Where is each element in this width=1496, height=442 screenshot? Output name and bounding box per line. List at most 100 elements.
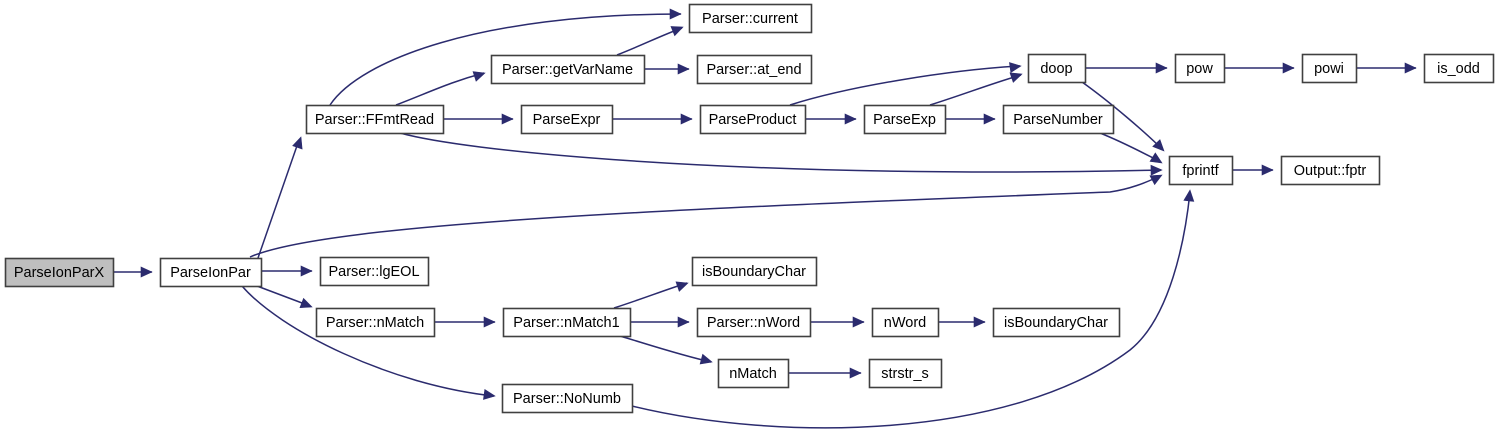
node-box-parseionparx[interactable]	[4, 257, 115, 288]
node-at_end[interactable]: Parser::at_end	[696, 54, 813, 85]
node-box-outputfptr[interactable]	[1280, 155, 1381, 186]
edge-arrowhead	[1404, 62, 1417, 74]
edge-arrowhead	[299, 297, 313, 309]
edge-arrowhead	[1009, 62, 1022, 73]
node-box-strstr_s[interactable]	[868, 358, 943, 389]
edge-arrowhead	[680, 113, 693, 125]
arrowhead-layer	[140, 8, 1417, 400]
edge-arrowhead	[973, 316, 986, 328]
edge-arrowhead	[669, 8, 682, 20]
node-parseionparx[interactable]: ParseIonParX	[4, 257, 115, 288]
node-box-parseexp[interactable]	[863, 104, 947, 135]
edge-arrowhead	[1282, 62, 1295, 74]
node-fprintf[interactable]: fprintf	[1168, 155, 1234, 186]
node-nmatch[interactable]: nMatch	[717, 358, 790, 389]
node-pow[interactable]: pow	[1174, 53, 1226, 84]
node-isboundary_top[interactable]: isBoundaryChar	[691, 256, 818, 287]
node-box-is_odd[interactable]	[1423, 53, 1495, 84]
node-box-powi[interactable]	[1301, 53, 1358, 84]
node-box-parsenumber[interactable]	[1002, 104, 1115, 135]
edge-arrowhead	[677, 63, 690, 75]
edge-arrowhead	[852, 316, 865, 328]
node-box-parseexpr[interactable]	[520, 104, 614, 135]
node-isboundary_r[interactable]: isBoundaryChar	[992, 307, 1121, 338]
edge-parseionpar-to-nonumb	[241, 285, 495, 397]
node-box-getvarname[interactable]	[490, 54, 646, 85]
edge-ffmtread-to-current	[329, 13, 682, 106]
edge-arrowhead	[1150, 164, 1163, 176]
edge-parseionpar-to-fprintf	[249, 175, 1161, 258]
edge-arrowhead	[670, 26, 684, 37]
node-box-at_end[interactable]	[696, 54, 813, 85]
edge-arrowhead	[1149, 174, 1163, 186]
edge-arrowhead	[483, 389, 496, 400]
edge-arrowhead	[1009, 72, 1023, 83]
node-box-nword_p[interactable]	[696, 307, 812, 338]
edge-parseproduct-to-doop	[789, 65, 1021, 106]
node-box-lgeol[interactable]	[319, 256, 430, 287]
edge-arrowhead	[677, 316, 690, 328]
edge-arrowhead	[501, 113, 514, 125]
edge-nmatch1-to-isboundary_top	[613, 282, 688, 309]
edge-arrowhead	[983, 113, 996, 125]
edge-arrowhead	[483, 316, 496, 328]
node-parseexp[interactable]: ParseExp	[863, 104, 947, 135]
node-box-doop[interactable]	[1027, 53, 1087, 84]
node-getvarname[interactable]: Parser::getVarName	[490, 54, 646, 85]
node-box-nonumb[interactable]	[501, 383, 634, 414]
node-parseionpar[interactable]: ParseIonPar	[159, 257, 263, 288]
node-parsenumber[interactable]: ParseNumber	[1002, 104, 1115, 135]
node-nonumb[interactable]: Parser::NoNumb	[501, 383, 634, 414]
edge-arrowhead	[1183, 189, 1195, 202]
edge-arrowhead	[675, 281, 689, 292]
node-strstr_s[interactable]: strstr_s	[868, 358, 943, 389]
edge-nmatch1-to-nmatch	[619, 335, 712, 363]
node-parseproduct[interactable]: ParseProduct	[699, 104, 807, 135]
edge-arrowhead	[140, 266, 153, 278]
edge-parseionpar-to-ffmtread	[257, 139, 300, 259]
edge-ffmtread-to-fprintf	[399, 132, 1162, 173]
edge-ffmtread-to-getvarname	[395, 72, 485, 106]
node-is_odd[interactable]: is_odd	[1423, 53, 1495, 84]
edge-arrowhead	[1261, 164, 1274, 176]
node-box-parseproduct[interactable]	[699, 104, 807, 135]
node-box-isboundary_top[interactable]	[691, 256, 818, 287]
node-nword[interactable]: nWord	[871, 307, 940, 338]
node-parseexpr[interactable]: ParseExpr	[520, 104, 614, 135]
edge-getvarname-to-current	[616, 27, 683, 56]
edge-arrowhead	[300, 265, 313, 277]
edge-arrowhead	[1155, 62, 1168, 74]
edge-parseionpar-to-nmatch_p	[256, 285, 311, 307]
edge-arrowhead	[844, 113, 857, 125]
node-box-nmatch[interactable]	[717, 358, 790, 389]
edge-arrowhead	[472, 71, 486, 82]
edge-arrowhead	[699, 353, 713, 365]
node-powi[interactable]: powi	[1301, 53, 1358, 84]
node-nmatch_p[interactable]: Parser::nMatch	[315, 307, 436, 338]
node-ffmtread[interactable]: Parser::FFmtRead	[305, 104, 445, 135]
node-nmatch1[interactable]: Parser::nMatch1	[502, 307, 632, 338]
node-box-nmatch1[interactable]	[502, 307, 632, 338]
node-box-nmatch_p[interactable]	[315, 307, 436, 338]
node-box-nword[interactable]	[871, 307, 940, 338]
node-box-current[interactable]	[688, 3, 813, 34]
node-box-pow[interactable]	[1174, 53, 1226, 84]
node-box-ffmtread[interactable]	[305, 104, 445, 135]
edge-arrowhead	[292, 136, 303, 150]
node-box-parseionpar[interactable]	[159, 257, 263, 288]
node-lgeol[interactable]: Parser::lgEOL	[319, 256, 430, 287]
node-current[interactable]: Parser::current	[688, 3, 813, 34]
node-outputfptr[interactable]: Output::fptr	[1280, 155, 1381, 186]
node-doop[interactable]: doop	[1027, 53, 1087, 84]
edge-nonumb-to-fprintf	[631, 191, 1191, 429]
node-nword_p[interactable]: Parser::nWord	[696, 307, 812, 338]
node-box-isboundary_r[interactable]	[992, 307, 1121, 338]
edge-parsenumber-to-fprintf	[1099, 132, 1162, 163]
edge-parseexp-to-doop	[929, 74, 1022, 106]
edge-arrowhead	[1149, 152, 1163, 164]
edge-arrowhead	[849, 367, 862, 379]
node-box-fprintf[interactable]	[1168, 155, 1234, 186]
